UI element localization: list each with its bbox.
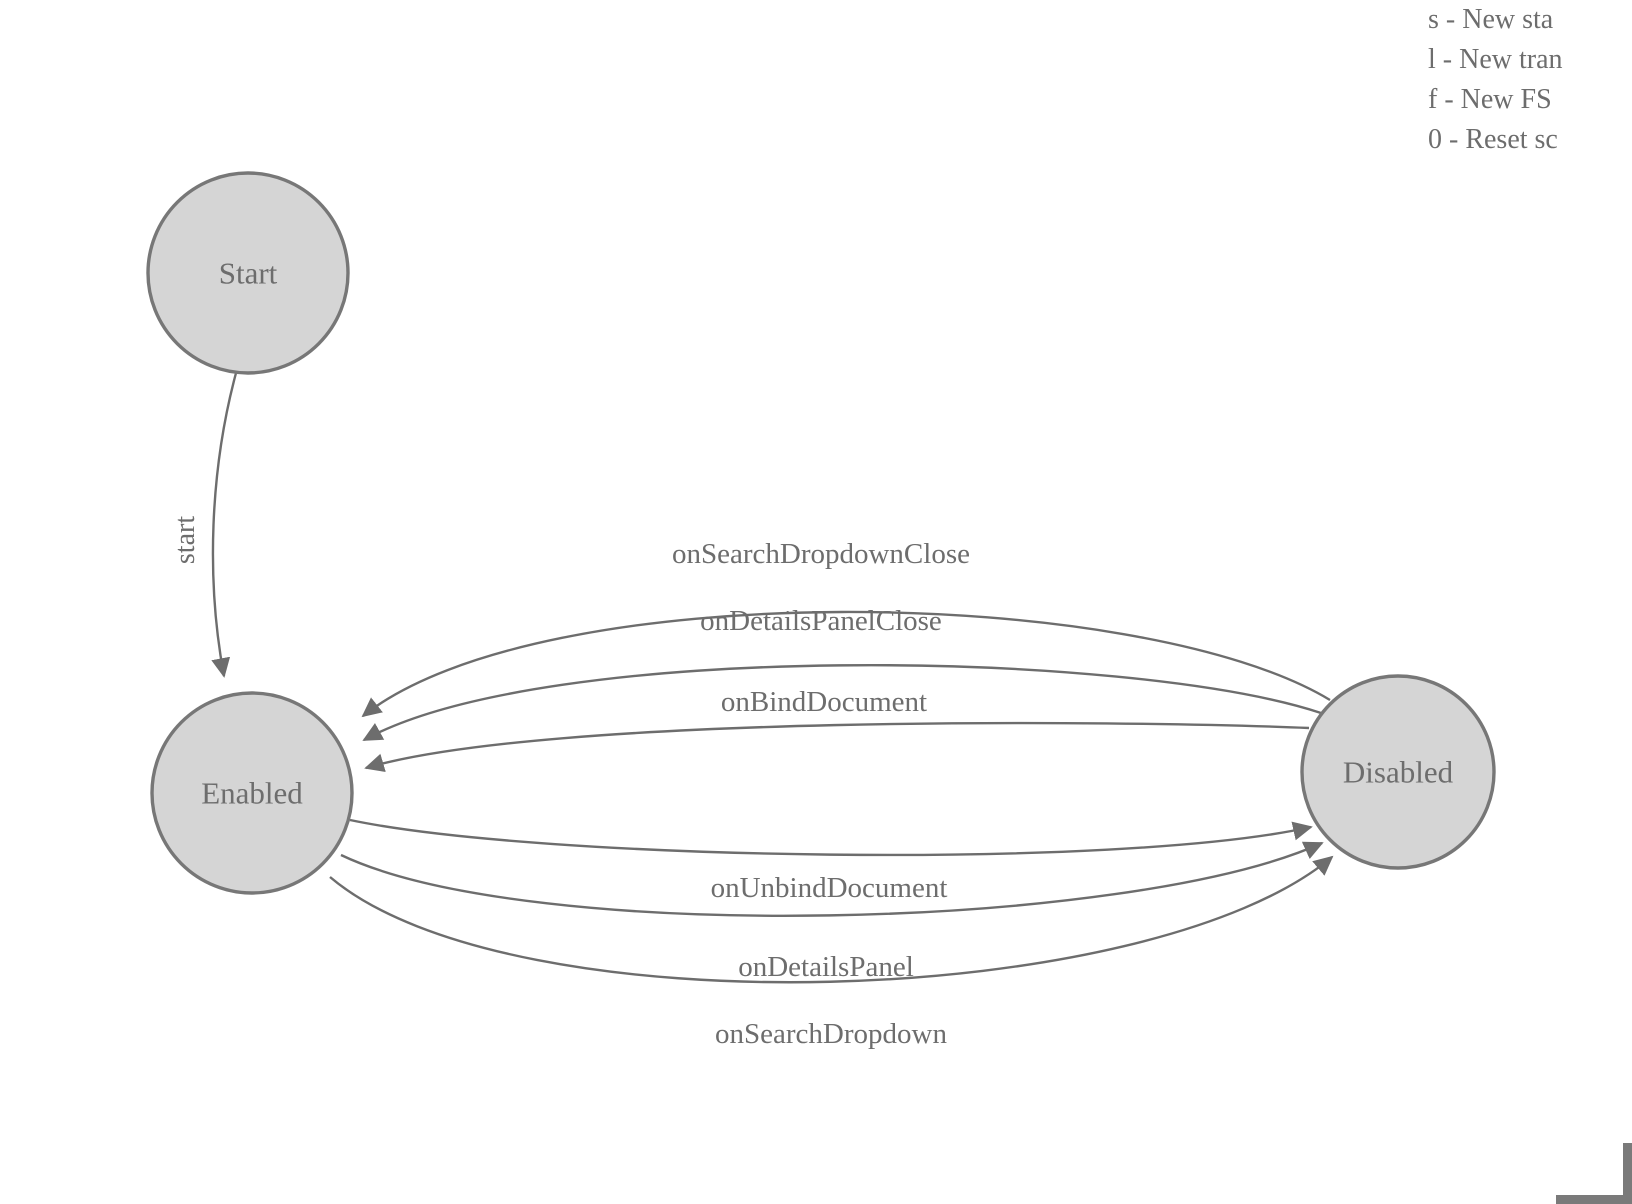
- edge-search-dropdown-close[interactable]: [361, 610, 1331, 718]
- state-node-start[interactable]: Start: [146, 171, 350, 375]
- state-circle-disabled[interactable]: [1300, 674, 1496, 870]
- edge-label-details-panel: onDetailsPanel: [738, 951, 914, 983]
- legend-line-new-transition: l - New tran: [1428, 44, 1563, 75]
- legend-line-reset: 0 - Reset sc: [1428, 124, 1558, 155]
- edge-details-panel[interactable]: [340, 841, 1324, 917]
- vertical-scrollbar[interactable]: [1623, 1143, 1632, 1204]
- edge-label-search-dropdown-close: onSearchDropdownClose: [672, 538, 970, 570]
- state-node-disabled[interactable]: Disabled: [1300, 674, 1496, 870]
- edge-label-details-panel-close: onDetailsPanelClose: [700, 605, 942, 637]
- edge-label-start: start: [170, 516, 201, 564]
- edge-bind-document[interactable]: [364, 721, 1310, 773]
- state-node-enabled[interactable]: Enabled: [150, 691, 354, 895]
- edge-start-to-enabled[interactable]: [211, 372, 238, 678]
- edge-label-search-dropdown: onSearchDropdown: [715, 1018, 947, 1050]
- edge-label-unbind-document: onUnbindDocument: [711, 872, 948, 904]
- edge-search-dropdown[interactable]: [329, 855, 1334, 984]
- state-label-enabled: Enabled: [201, 776, 303, 811]
- state-circle-start[interactable]: [146, 171, 350, 375]
- edge-labels-group: start onSearchDropdownClose onDetailsPan…: [170, 516, 970, 1050]
- state-label-disabled: Disabled: [1343, 755, 1454, 790]
- edge-label-bind-document: onBindDocument: [721, 686, 927, 718]
- state-label-start: Start: [219, 256, 278, 291]
- state-circle-enabled[interactable]: [150, 691, 354, 895]
- edges-group: [211, 372, 1334, 984]
- legend-line-new-state: s - New sta: [1428, 4, 1554, 35]
- legend-line-new-fsm: f - New FS: [1428, 84, 1552, 115]
- nodes-group: Start Enabled Disabled: [146, 171, 1496, 895]
- keyboard-shortcuts-legend: s - New sta l - New tran f - New FS 0 - …: [1428, 0, 1632, 160]
- edge-details-panel-close[interactable]: [362, 664, 1322, 742]
- horizontal-scrollbar[interactable]: [1556, 1195, 1632, 1204]
- edge-unbind-document[interactable]: [349, 818, 1313, 857]
